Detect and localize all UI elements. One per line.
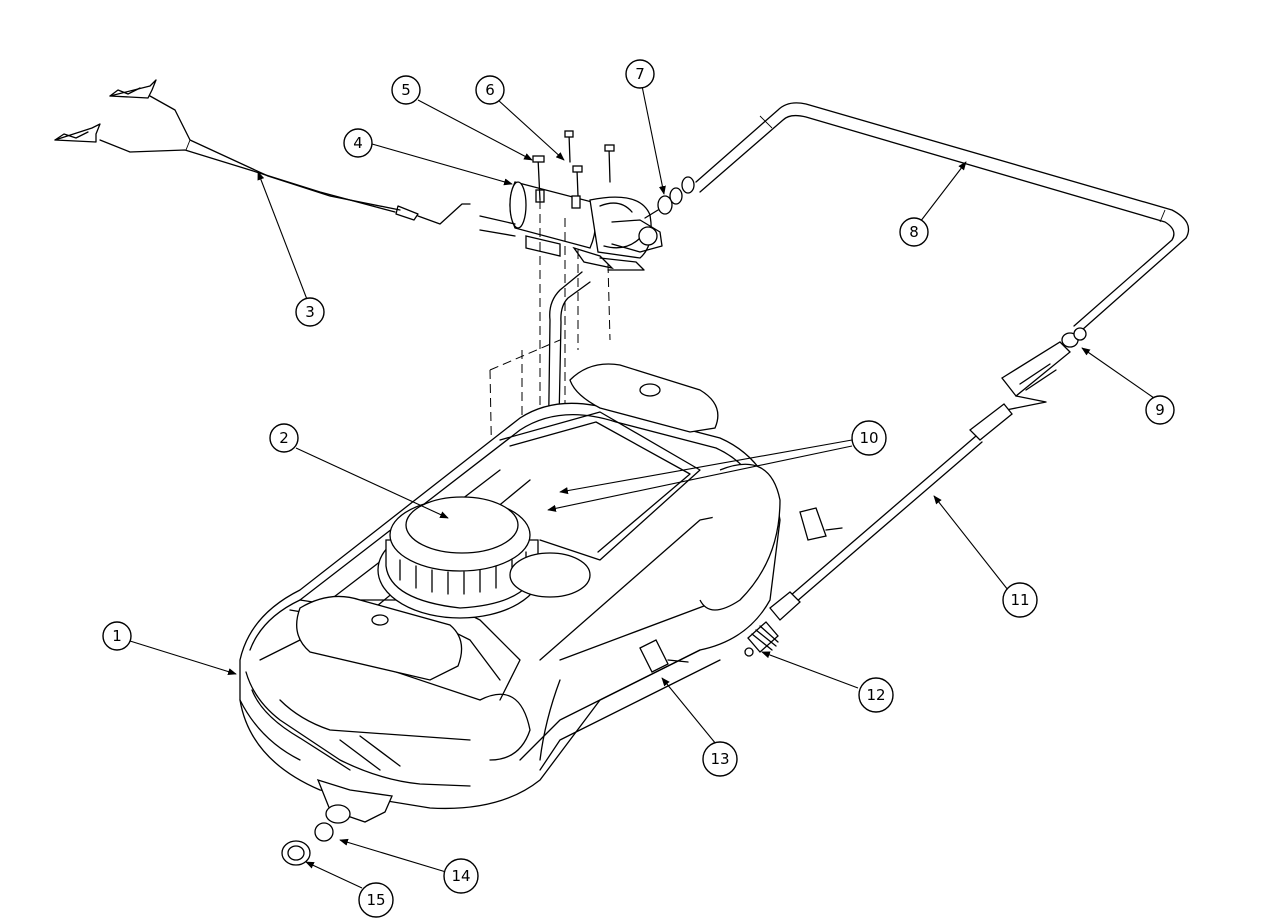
callout-14: 14 bbox=[443, 858, 479, 894]
tank-top-recess bbox=[499, 411, 701, 561]
svg-text:4: 4 bbox=[353, 134, 363, 152]
callout-15: 15 bbox=[358, 882, 394, 918]
callout-8: 8 bbox=[899, 217, 929, 247]
svg-text:5: 5 bbox=[401, 81, 411, 99]
callout-10: 10 bbox=[851, 420, 887, 456]
callout-7: 7 bbox=[625, 59, 655, 89]
front-handle bbox=[296, 595, 463, 681]
svg-text:9: 9 bbox=[1155, 401, 1165, 419]
delivery-hose bbox=[695, 102, 1190, 331]
battery-clip-cable bbox=[54, 79, 471, 225]
svg-text:1: 1 bbox=[112, 627, 122, 645]
callout-6: 6 bbox=[475, 75, 505, 105]
spray-gun bbox=[769, 341, 1071, 621]
svg-text:3: 3 bbox=[305, 303, 315, 321]
svg-text:12: 12 bbox=[866, 686, 885, 704]
svg-text:11: 11 bbox=[1010, 591, 1029, 609]
callout-9: 9 bbox=[1145, 395, 1175, 425]
drain-outlet bbox=[314, 778, 393, 842]
callout-13: 13 bbox=[702, 741, 738, 777]
svg-text:7: 7 bbox=[635, 65, 645, 83]
leader-lines bbox=[129, 85, 1155, 889]
svg-text:14: 14 bbox=[451, 867, 470, 885]
spray-nozzle bbox=[744, 621, 779, 657]
callout-5: 5 bbox=[391, 75, 421, 105]
hose-fitting bbox=[1061, 327, 1087, 348]
svg-text:15: 15 bbox=[366, 891, 385, 909]
pump-assembly bbox=[479, 181, 663, 271]
svg-text:8: 8 bbox=[909, 223, 919, 241]
hose-bracket bbox=[639, 507, 843, 673]
callout-4: 4 bbox=[343, 128, 373, 158]
mounting-bolts bbox=[532, 130, 615, 201]
svg-text:6: 6 bbox=[485, 81, 495, 99]
svg-text:2: 2 bbox=[279, 429, 289, 447]
callout-3: 3 bbox=[295, 297, 325, 327]
outlet-fitting bbox=[644, 176, 695, 219]
rear-bulge bbox=[509, 463, 781, 611]
drain-cap bbox=[281, 840, 311, 866]
callout-1: 1 bbox=[102, 621, 132, 651]
callout-2: 2 bbox=[269, 423, 299, 453]
fill-cap bbox=[377, 496, 543, 619]
svg-text:13: 13 bbox=[710, 750, 729, 768]
callout-11: 11 bbox=[1002, 582, 1038, 618]
rear-handle bbox=[569, 363, 719, 433]
svg-text:10: 10 bbox=[859, 429, 878, 447]
callout-12: 12 bbox=[858, 677, 894, 713]
